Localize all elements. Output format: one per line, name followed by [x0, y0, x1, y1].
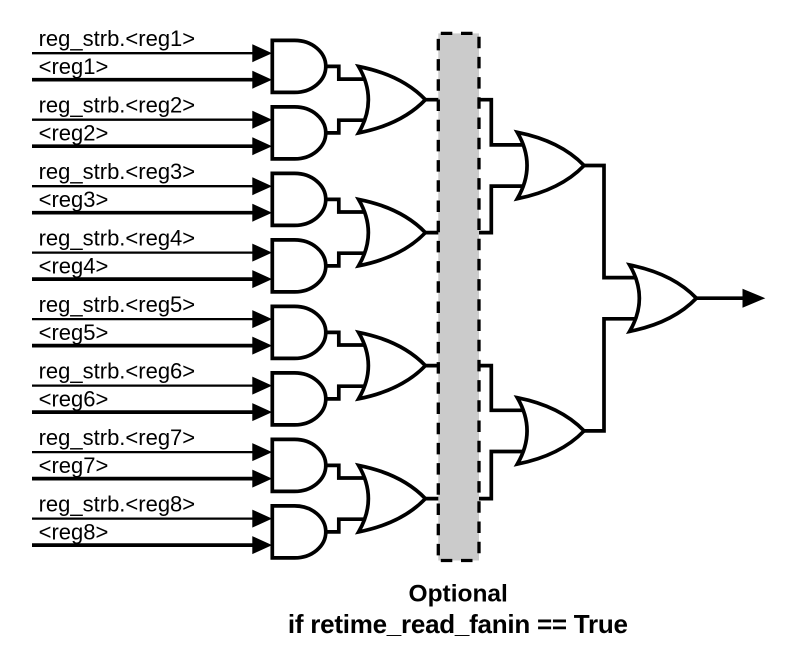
- svg-text:<reg7>: <reg7>: [39, 453, 109, 478]
- svg-text:<reg4>: <reg4>: [39, 254, 109, 279]
- svg-text:reg_strb.<reg8>: reg_strb.<reg8>: [39, 492, 196, 517]
- svg-text:<reg8>: <reg8>: [39, 520, 109, 545]
- svg-text:<reg1>: <reg1>: [39, 54, 109, 79]
- svg-text:Optional: Optional: [409, 581, 508, 608]
- svg-text:reg_strb.<reg3>: reg_strb.<reg3>: [39, 159, 196, 184]
- svg-text:reg_strb.<reg5>: reg_strb.<reg5>: [39, 292, 196, 317]
- svg-text:reg_strb.<reg7>: reg_strb.<reg7>: [39, 425, 196, 450]
- svg-text:<reg5>: <reg5>: [39, 320, 109, 345]
- svg-text:<reg3>: <reg3>: [39, 187, 109, 212]
- svg-text:reg_strb.<reg1>: reg_strb.<reg1>: [39, 26, 196, 51]
- svg-text:reg_strb.<reg2>: reg_strb.<reg2>: [39, 93, 196, 118]
- svg-text:reg_strb.<reg6>: reg_strb.<reg6>: [39, 359, 196, 384]
- svg-text:<reg2>: <reg2>: [39, 121, 109, 146]
- svg-text:reg_strb.<reg4>: reg_strb.<reg4>: [39, 226, 196, 251]
- svg-text:if retime_read_fanin == True: if retime_read_fanin == True: [288, 609, 628, 639]
- svg-text:<reg6>: <reg6>: [39, 387, 109, 412]
